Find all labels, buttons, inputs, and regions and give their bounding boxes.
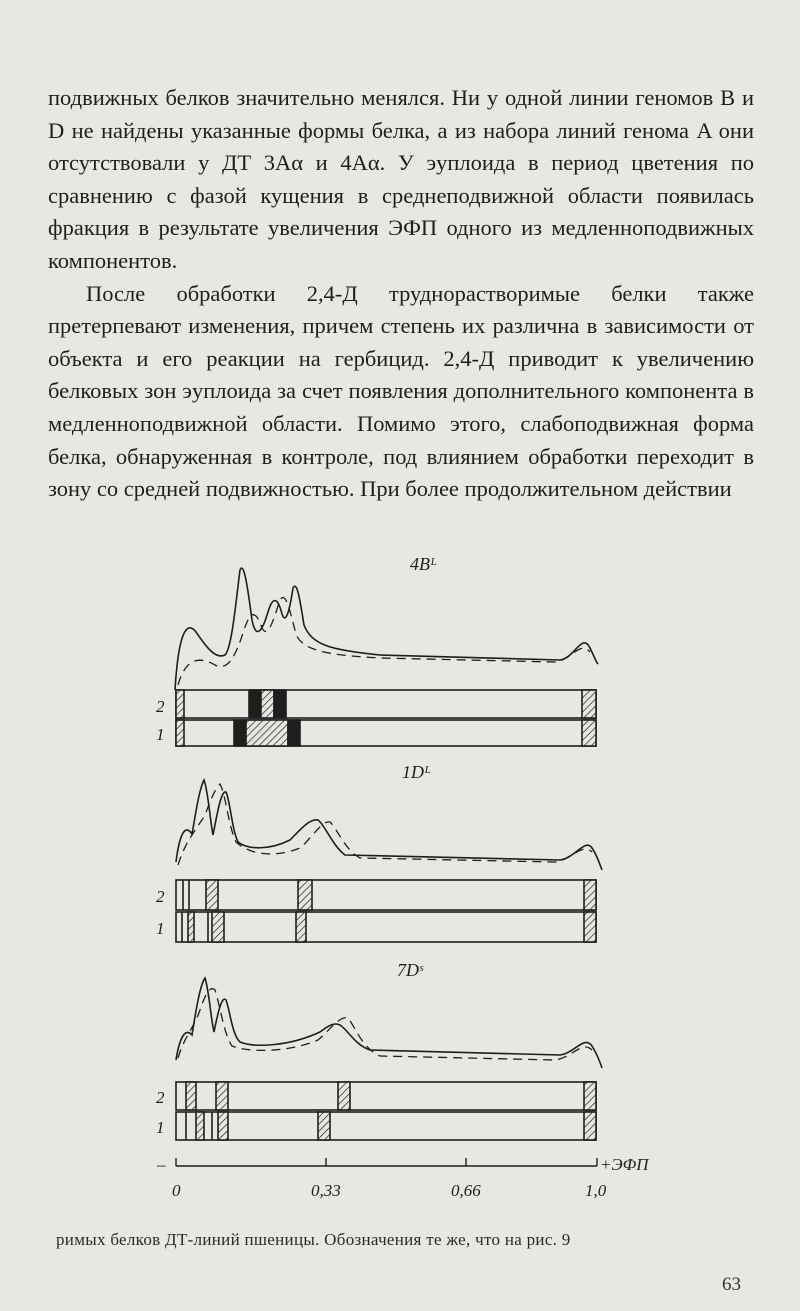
tick-label-0: 0 <box>172 1181 181 1200</box>
row-label-1-1dl: 1 <box>156 919 165 938</box>
row-label-2-7ds: 2 <box>156 1088 165 1107</box>
row-label-1-7ds: 1 <box>156 1118 165 1137</box>
tick-label-033: 0,33 <box>311 1181 341 1200</box>
panel-7ds: 7Dˢ 2 1 <box>156 960 603 1141</box>
densitogram-solid-4bl <box>174 567 599 691</box>
densitogram-dashed-4bl <box>177 597 591 686</box>
page-number: 63 <box>722 1274 741 1295</box>
panel-title-1dl: 1Dᴸ <box>402 762 431 782</box>
paragraph-1: подвижных белков значительно менялся. Ни… <box>48 85 754 273</box>
densitogram-dashed-7ds <box>177 988 593 1061</box>
tick-label-10: 1,0 <box>585 1181 607 1200</box>
row-label-2-4bl: 2 <box>156 697 165 716</box>
bands-7ds <box>175 1081 597 1141</box>
bands-4bl <box>175 689 597 747</box>
electrophoresis-figure: 4Bᴸ 2 1 1Dᴸ <box>156 554 650 1200</box>
body-text: подвижных белков значительно менялся. Ни… <box>48 82 754 506</box>
row-label-1-4bl: 1 <box>156 725 165 744</box>
densitogram-solid-7ds <box>175 976 603 1069</box>
densitogram-solid-1dl <box>175 778 603 871</box>
panel-title-7ds: 7Dˢ <box>397 960 424 980</box>
panel-4bl: 4Bᴸ 2 1 <box>156 554 599 747</box>
figure-caption: римых белков ДТ-линий пшеницы. Обозначен… <box>56 1230 571 1249</box>
densitogram-dashed-1dl <box>177 782 593 866</box>
axis-efp-label: +ЭФП <box>600 1155 650 1174</box>
panel-1dl: 1Dᴸ 2 1 <box>156 762 603 943</box>
panel-title-4bl: 4Bᴸ <box>410 554 437 574</box>
paragraph-2: После обработки 2,4-Д труднорастворимые … <box>48 280 754 502</box>
mobility-axis <box>175 1158 598 1167</box>
bands-1dl <box>175 879 597 943</box>
tick-label-066: 0,66 <box>451 1181 481 1200</box>
row-label-2-1dl: 2 <box>156 887 165 906</box>
axis-minus-sign: – <box>156 1155 166 1174</box>
